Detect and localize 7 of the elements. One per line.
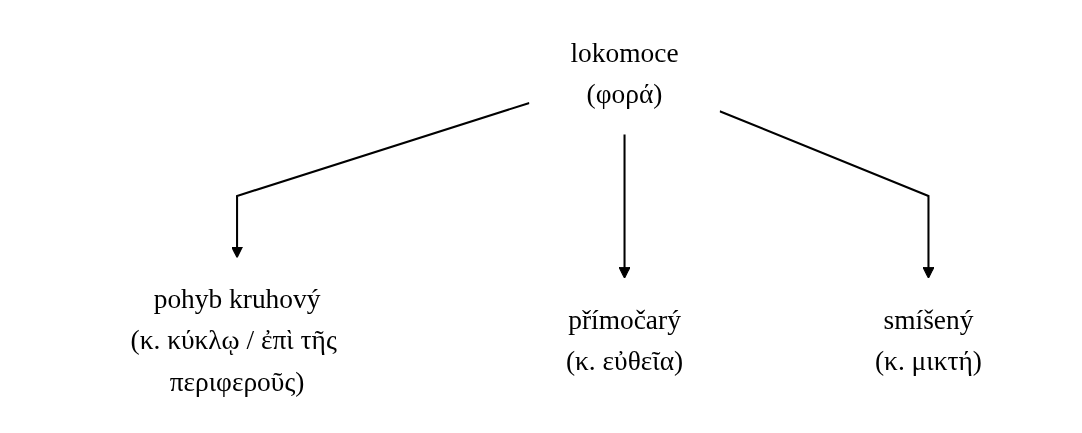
node-text: přímočarý (κ. εὐθεῖα): [565, 304, 684, 376]
arrow: [618, 134, 631, 279]
node-text: lokomoce (φορά): [570, 37, 679, 109]
arrow: [231, 101, 530, 259]
node-text: smíšený (κ. μικτή): [874, 304, 982, 376]
arrow: [719, 110, 935, 279]
node-text: pohyb kruhový (κ. κύκλῳ / ἐπὶ τῆς περιφεροῦς): [130, 283, 337, 396]
